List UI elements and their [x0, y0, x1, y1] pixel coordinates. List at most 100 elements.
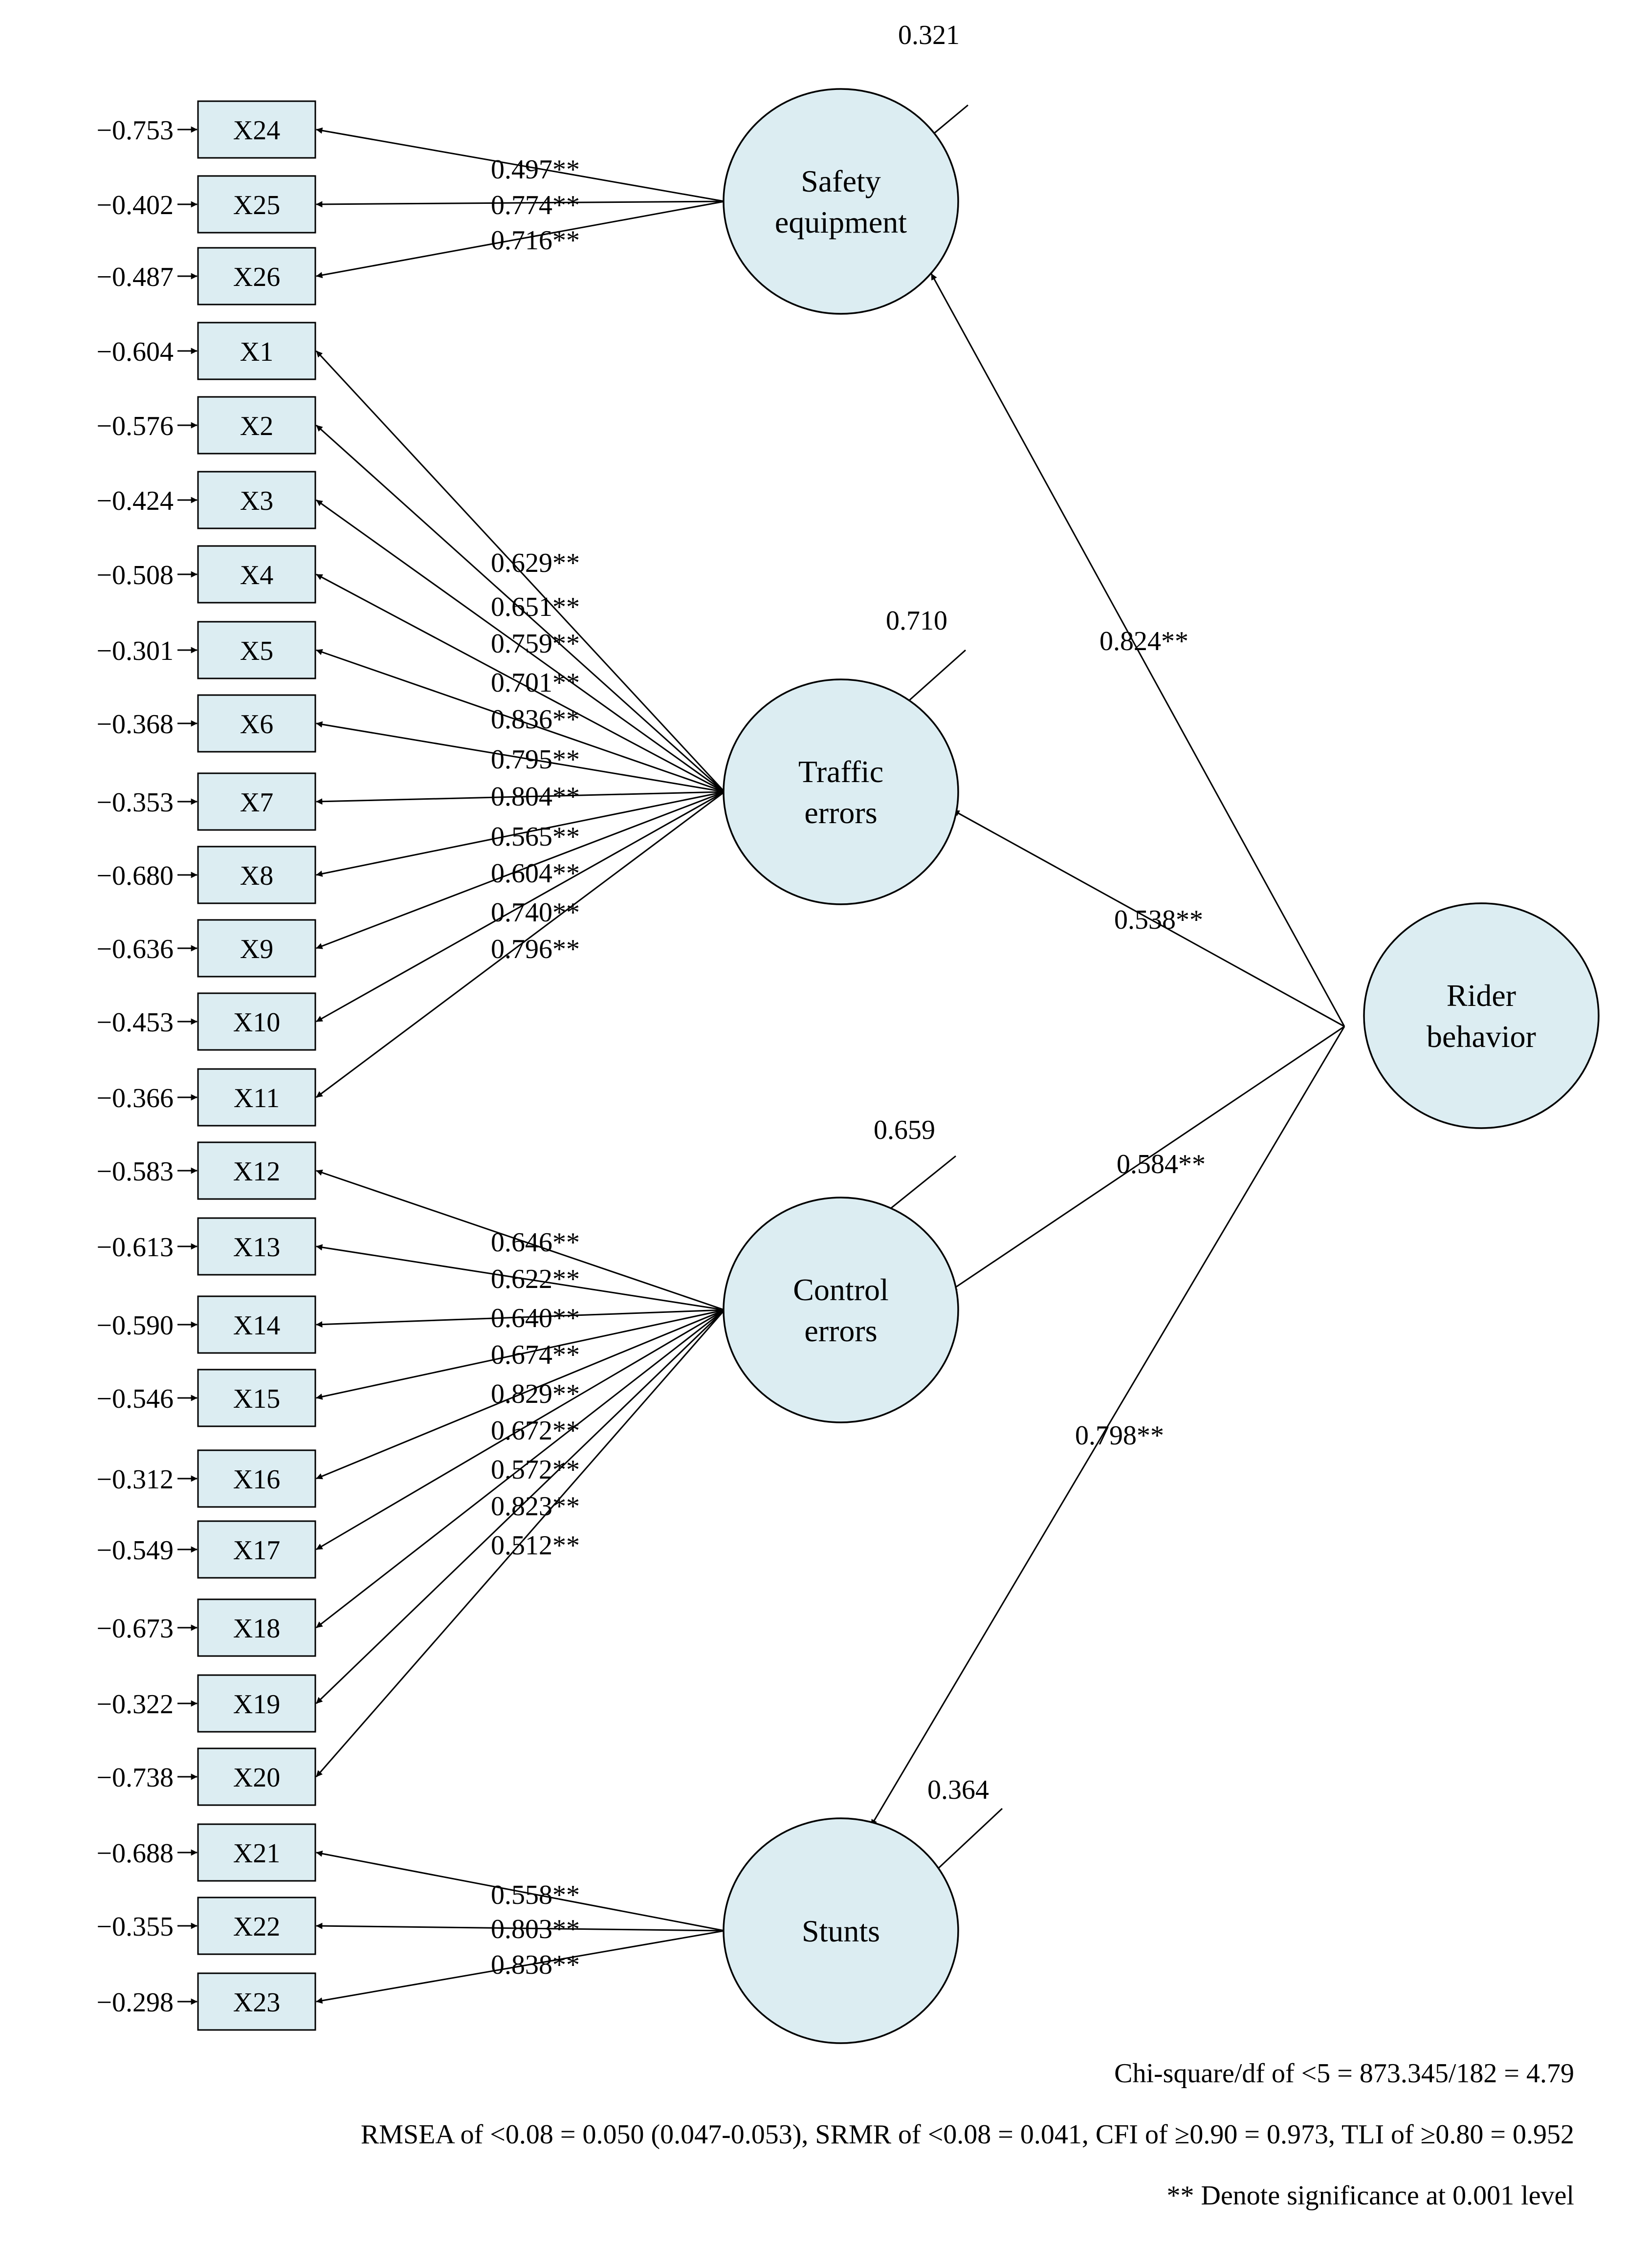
latent-label: behavior — [1427, 1019, 1536, 1054]
latent-label: Safety — [801, 164, 881, 198]
loading-arrow — [316, 791, 725, 1023]
error-variance: −0.312 — [96, 1464, 174, 1495]
loading-arrow — [316, 200, 725, 279]
loading-arrow — [316, 649, 725, 793]
factor-loading: 0.651** — [491, 592, 580, 622]
factor-loading: 0.572** — [491, 1455, 580, 1485]
indicator-label: X12 — [233, 1156, 280, 1187]
indicator-x8: X8 — [197, 846, 316, 904]
loading-arrow — [316, 1309, 725, 1629]
indicator-box — [197, 772, 316, 831]
error-variance: −0.604 — [96, 337, 174, 367]
error-variance: −0.673 — [96, 1614, 174, 1644]
indicator-x18: X18 — [197, 1598, 316, 1657]
indicator-label: X1 — [240, 337, 273, 367]
loading-arrow — [316, 1309, 725, 1480]
loading-arrow — [316, 1309, 725, 1328]
indicator-box — [197, 396, 316, 455]
indicator-x14: X14 — [197, 1295, 316, 1354]
factor-loading: 0.774** — [491, 190, 580, 220]
factor-loading: 0.497** — [491, 154, 580, 185]
indicator-x17: X17 — [197, 1520, 316, 1579]
error-variance: −0.738 — [96, 1763, 174, 1793]
indicator-label: X24 — [233, 115, 280, 146]
latent-stunts: Stunts — [723, 1817, 959, 2044]
indicator-x4: X4 — [197, 545, 316, 604]
indicator-x20: X20 — [197, 1747, 316, 1806]
indicator-x19: X19 — [197, 1674, 316, 1733]
indicator-x26: X26 — [197, 247, 316, 305]
error-variance: −0.508 — [96, 560, 174, 590]
disturbance-value: 0.321 — [898, 20, 960, 50]
latent-ellipse — [723, 88, 959, 315]
indicator-box — [197, 694, 316, 753]
structural-arrow — [930, 273, 1345, 1027]
indicator-label: X22 — [233, 1912, 280, 1942]
indicator-box — [197, 545, 316, 604]
error-variance: −0.402 — [96, 190, 174, 220]
disturbance-value: 0.364 — [927, 1775, 989, 1805]
indicator-box — [197, 100, 316, 159]
loading-arrow — [316, 573, 725, 793]
indicator-x24: X24 — [197, 100, 316, 159]
loading-arrow — [315, 1309, 725, 1777]
indicator-label: X13 — [233, 1232, 280, 1263]
loading-arrow — [316, 499, 725, 793]
factor-loading: 0.795** — [491, 744, 580, 775]
error-variance: −0.753 — [96, 115, 174, 146]
error-variance: −0.546 — [96, 1384, 174, 1414]
indicator-label: X3 — [240, 486, 273, 516]
structural-loading: 0.798** — [1075, 1420, 1164, 1451]
latent-label: errors — [804, 1313, 877, 1348]
factor-loading: 0.701** — [491, 668, 580, 698]
indicator-box — [197, 1972, 316, 2031]
indicator-label: X17 — [233, 1535, 280, 1566]
factor-loading: 0.674** — [491, 1340, 580, 1370]
indicator-label: X19 — [233, 1689, 280, 1720]
significance-note: ** Denote significance at 0.001 level — [1167, 2181, 1575, 2211]
factor-loading: 0.829** — [491, 1379, 580, 1409]
indicator-label: X25 — [233, 190, 280, 220]
indicator-x9: X9 — [197, 919, 316, 978]
disturbance-value: 0.659 — [874, 1115, 935, 1145]
indicator-box — [197, 1598, 316, 1657]
structural-loading: 0.538** — [1114, 905, 1203, 935]
indicator-label: X4 — [240, 560, 273, 590]
factor-loading: 0.565** — [491, 822, 580, 852]
loading-arrow — [315, 424, 725, 793]
latent-label: equipment — [775, 205, 907, 240]
indicator-box — [197, 1449, 316, 1508]
error-variance: −0.680 — [96, 861, 174, 891]
error-variance: −0.576 — [96, 411, 174, 441]
loading-arrow — [316, 1309, 725, 1550]
indicator-box — [197, 1520, 316, 1579]
indicator-label: X9 — [240, 934, 273, 964]
structural-arrow — [953, 809, 1345, 1027]
structural-loading: 0.824** — [1099, 626, 1188, 656]
indicator-label: X26 — [233, 262, 280, 292]
factor-loading: 0.838** — [491, 1950, 580, 1980]
latent-safety: Safety equipment — [723, 88, 959, 315]
indicator-label: X16 — [233, 1464, 280, 1495]
indicator-x1: X1 — [197, 322, 316, 380]
indicator-box — [197, 1141, 316, 1200]
error-variance: −0.453 — [96, 1007, 174, 1038]
error-variance: −0.301 — [96, 636, 174, 666]
factor-loading: 0.672** — [491, 1416, 580, 1446]
fit-indices: RMSEA of <0.08 = 0.050 (0.047-0.053), SR… — [361, 2119, 1574, 2150]
loading-arrow — [316, 1922, 725, 1932]
nodes: X24X25X26X1X2X3X4X5X6X7X8X9X10X11X12X13X… — [197, 88, 1600, 2044]
factor-loading: 0.640** — [491, 1303, 580, 1333]
indicator-box — [197, 322, 316, 380]
error-variance: −0.355 — [96, 1912, 174, 1942]
indicator-x23: X23 — [197, 1972, 316, 2031]
factor-loading: 0.804** — [491, 782, 580, 812]
indicator-box — [197, 1897, 316, 1955]
structural-loading: 0.584** — [1117, 1149, 1206, 1179]
disturbance-arrow — [925, 1808, 1003, 1880]
structural-arrow — [950, 1025, 1345, 1291]
fit-chi-square: Chi-square/df of <5 = 873.345/182 = 4.79 — [1114, 2058, 1574, 2089]
indicator-x5: X5 — [197, 621, 316, 679]
